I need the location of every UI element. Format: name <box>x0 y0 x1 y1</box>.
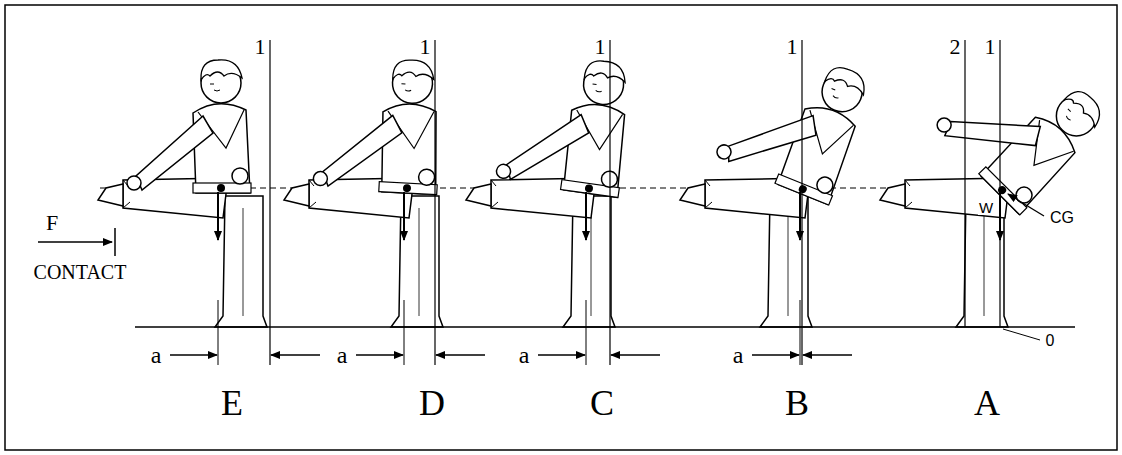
frame-letter: A <box>973 385 1001 421</box>
dimension-label: a <box>150 343 163 367</box>
contact-label: CONTACT <box>33 262 128 282</box>
line-number: 1 <box>594 36 607 58</box>
line-number: 1 <box>254 36 267 58</box>
line-number: 1 <box>786 36 799 58</box>
origin-label: 0 <box>1045 333 1056 349</box>
weight-label: W <box>978 200 994 215</box>
frame-letter: D <box>418 385 446 421</box>
frame-letter: B <box>784 385 810 421</box>
line-number: 2 <box>949 36 962 58</box>
force-label: F <box>45 212 59 234</box>
line-number: 1 <box>984 36 997 58</box>
cg-label: CG <box>1049 210 1075 226</box>
frame-letter: E <box>220 385 244 421</box>
line-number: 1 <box>419 36 432 58</box>
dimension-label: a <box>336 343 349 367</box>
dimension-label: a <box>732 343 745 367</box>
dimension-label: a <box>518 343 531 367</box>
frame-letter: C <box>589 385 615 421</box>
